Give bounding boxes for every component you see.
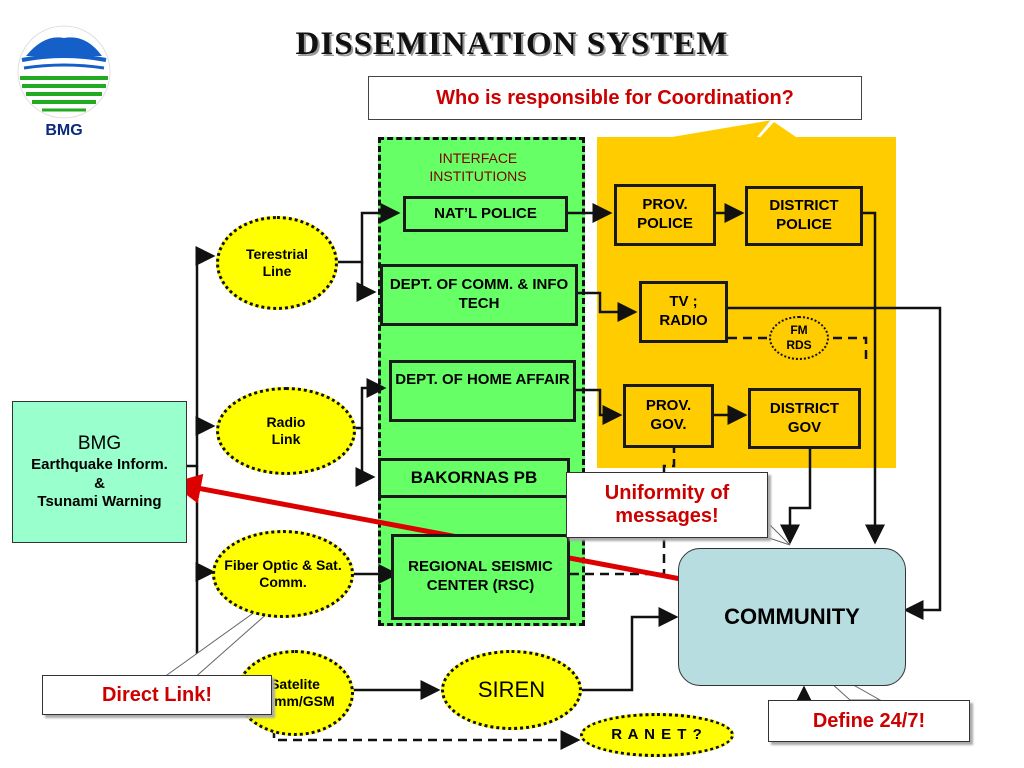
bmg-box-line2: & (94, 474, 105, 492)
community-box: COMMUNITY (678, 548, 906, 686)
channel-fiber: Fiber Optic & Sat. Comm. (212, 530, 354, 618)
nat-police-box: NAT’L POLICE (403, 196, 568, 232)
siren-oval: SIREN (441, 650, 582, 730)
prov-police-box: PROV. POLICE (614, 184, 716, 246)
coordination-pointer (650, 116, 796, 168)
rsc-label: REGIONAL SEISMIC CENTER (RSC) (408, 558, 553, 594)
prov-police-label: PROV. POLICE (637, 196, 693, 232)
channel-satellite-label: Satelite Comm/GSM (255, 675, 335, 710)
dept-home-label: DEPT. OF HOME AFFAIR (395, 371, 570, 388)
ranet-oval: R A N E T ? (580, 713, 734, 757)
district-police-box: DISTRICT POLICE (745, 186, 863, 246)
fm-rds-label: FM RDS (786, 323, 812, 352)
bmg-logo: BMG (14, 22, 114, 142)
interface-label: INTERFACE INSTITUTIONS (429, 150, 527, 184)
channel-radio-label: Radio Link (266, 413, 306, 448)
community-label: COMMUNITY (724, 604, 860, 629)
bmg-box-title: BMG (77, 433, 122, 454)
tv-radio-box: TV ; RADIO (639, 281, 728, 343)
prov-gov-box: PROV. GOV. (623, 384, 714, 448)
channel-terestrial: Terestrial Line (216, 216, 338, 310)
district-gov-box: DISTRICT GOV (748, 388, 861, 449)
uniformity-callout: Uniformity of messages! (566, 472, 768, 538)
bmg-source-box: BMG Earthquake Inform. & Tsunami Warning (12, 401, 187, 543)
district-police-label: DISTRICT POLICE (769, 197, 839, 233)
fm-rds-oval: FM RDS (769, 316, 829, 360)
coordination-callout: Who is responsible for Coordination? (368, 76, 862, 120)
bmg-logo-icon (17, 25, 111, 119)
channel-radio: Radio Link (216, 387, 356, 475)
bakornas-label: BAKORNAS PB (410, 468, 538, 488)
channel-terestrial-label: Terestrial Line (246, 245, 308, 280)
bmg-box-line3: Tsunami Warning (37, 493, 162, 511)
prov-gov-label: PROV. GOV. (645, 397, 692, 433)
direct-link-callout: Direct Link! (42, 675, 272, 715)
district-gov-label: DISTRICT GOV (769, 399, 840, 436)
dept-comm-label: DEPT. OF COMM. & INFO TECH (389, 276, 569, 312)
nat-police-label: NAT’L POLICE (434, 204, 537, 222)
define-callout: Define 24/7! (768, 700, 970, 742)
page-title: DISSEMINATION SYSTEM (295, 26, 729, 62)
uniformity-label: Uniformity of messages! (604, 482, 730, 527)
logo-label: BMG (45, 122, 83, 139)
bakornas-box: BAKORNAS PB (378, 458, 570, 498)
tv-radio-label: TV ; RADIO (659, 293, 708, 329)
dept-comm-box: DEPT. OF COMM. & INFO TECH (380, 264, 578, 326)
rsc-box: REGIONAL SEISMIC CENTER (RSC) (391, 534, 570, 620)
ranet-label: R A N E T ? (611, 725, 703, 743)
channel-fiber-label: Fiber Optic & Sat. Comm. (224, 556, 342, 591)
bmg-box-line1: Earthquake Inform. (31, 455, 168, 473)
siren-label: SIREN (477, 677, 546, 703)
dept-home-box: DEPT. OF HOME AFFAIR (389, 360, 576, 422)
